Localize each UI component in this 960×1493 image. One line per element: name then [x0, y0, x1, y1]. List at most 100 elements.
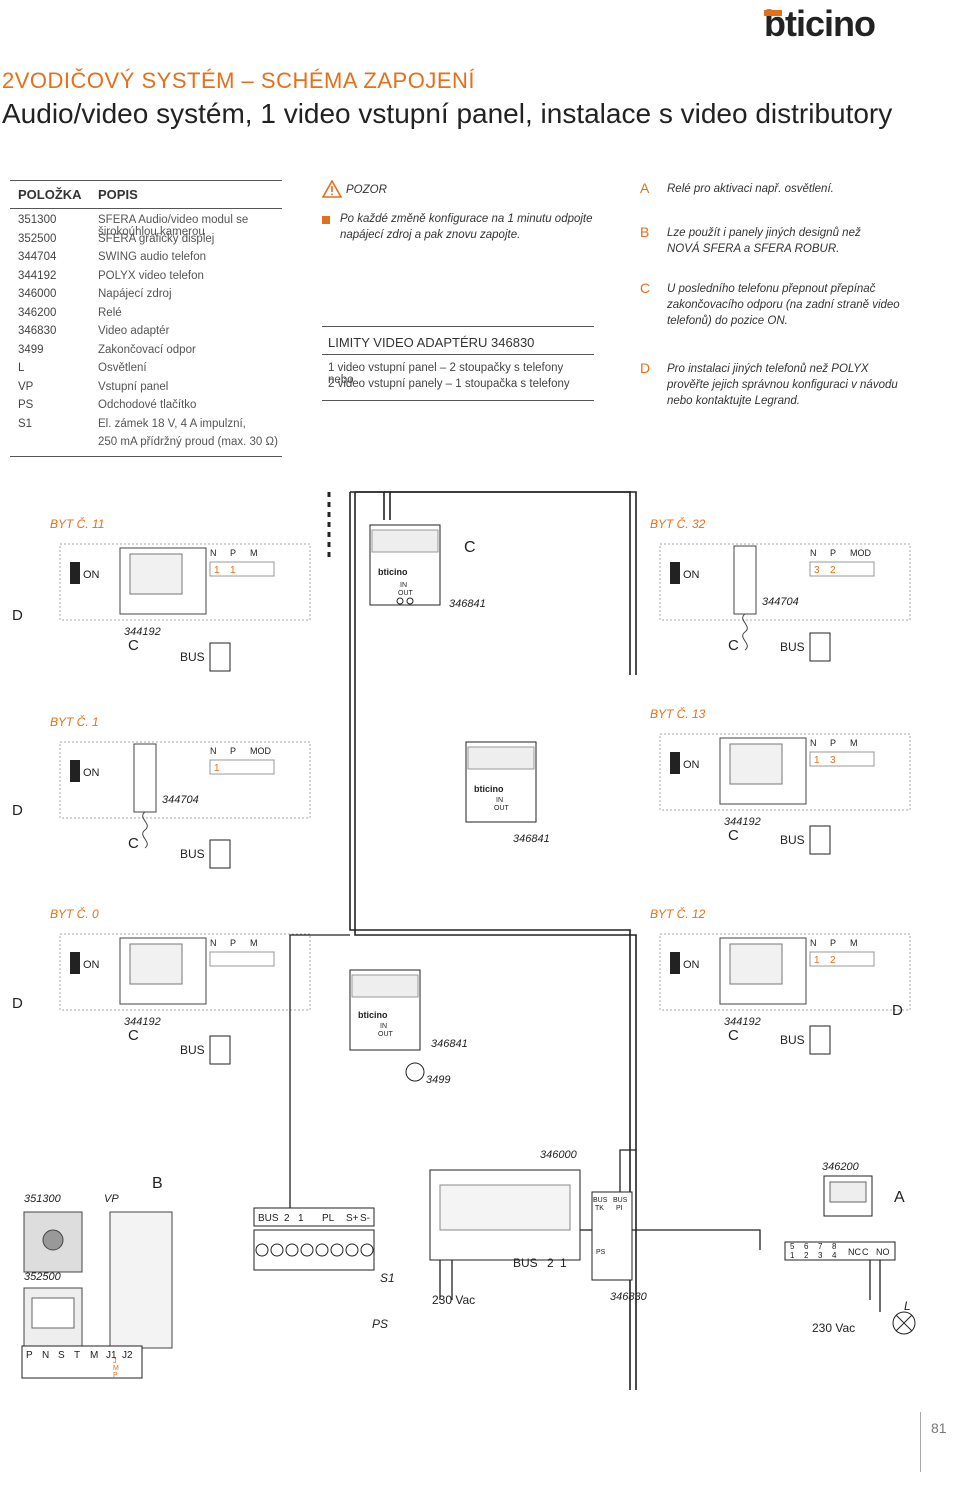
audio-phone-icon	[133, 743, 157, 813]
vac-label-1: 230 Vac	[432, 1293, 475, 1307]
conf-value: 3	[814, 565, 820, 576]
screw-terminal	[330, 1243, 344, 1257]
limits-title: LIMITY VIDEO ADAPTÉRU 346830	[328, 335, 535, 350]
screw-terminal	[285, 1243, 299, 1257]
conf-p: P	[230, 548, 236, 558]
jumper-block	[21, 1345, 143, 1379]
note-tag: D	[640, 360, 651, 376]
label-d: D	[12, 607, 23, 624]
bus-terminal	[209, 642, 231, 672]
label-c: C	[128, 1027, 139, 1044]
label-a: A	[894, 1189, 905, 1206]
vp-terminal: S-	[360, 1213, 370, 1224]
bus-terminal	[809, 1025, 831, 1055]
vp-frame	[109, 1211, 173, 1349]
conf-n: N	[210, 548, 217, 558]
bus-terminal	[809, 825, 831, 855]
label-d: D	[892, 1002, 903, 1019]
conf-value: 1	[814, 955, 820, 966]
conf-p: P	[830, 548, 836, 558]
bus-label: BUS	[180, 1043, 205, 1057]
distributor-top: bticino IN OUT 346841 C	[369, 524, 486, 610]
psu-bus: BUS	[513, 1256, 538, 1270]
switch-on-label: ON	[683, 569, 700, 581]
label-c: C	[464, 539, 476, 556]
part-desc: Napájecí zdroj	[98, 288, 172, 300]
warning-section: POZOR Po každé změně konfigurace na 1 mi…	[322, 180, 594, 410]
distributor-out: OUT	[378, 1031, 394, 1038]
phone-code: 344704	[762, 596, 799, 608]
conf-m: M	[850, 738, 858, 748]
jumper-letter: M	[113, 1365, 119, 1372]
part-desc: 250 mA přídržný proud (max. 30 Ω)	[98, 436, 278, 448]
part-code: PS	[18, 399, 34, 411]
adapter-bus-1: BUS	[593, 1197, 608, 1204]
switch-icon	[70, 562, 80, 584]
bticino-logo: bticino	[762, 4, 907, 42]
configurator-strip	[209, 561, 275, 577]
lamp-label: L	[904, 1299, 911, 1313]
page-number: 81	[931, 1420, 947, 1436]
warning-label: POZOR	[346, 184, 387, 196]
note-line: telefonů) do pozice ON.	[667, 315, 788, 327]
phone-code: 344192	[124, 626, 161, 638]
switch-icon	[670, 952, 680, 974]
relay-term: 3	[818, 1251, 823, 1260]
warning-bullet	[322, 216, 330, 224]
screw-terminal	[300, 1243, 314, 1257]
s1-label: S1	[380, 1271, 395, 1285]
phone-code: 344704	[162, 794, 199, 806]
apartment-label: BYT Č. 1	[50, 714, 99, 729]
note-line: Lze použít i panely jiných designů než	[667, 227, 861, 239]
label-c: C	[128, 637, 139, 654]
distributor-out: OUT	[494, 805, 510, 812]
psu-1: 1	[560, 1256, 567, 1270]
conf-m: M	[250, 548, 258, 558]
switch-on-label: ON	[83, 767, 100, 779]
adapter-ps: PS	[596, 1249, 606, 1256]
switch-on-label: ON	[683, 959, 700, 971]
vp-terminal: 1	[298, 1213, 304, 1224]
jumper-label: J2	[122, 1350, 133, 1361]
label-d: D	[12, 802, 23, 819]
audio-phone-icon	[733, 545, 757, 615]
configurator-strip	[209, 759, 275, 775]
distributor-out: OUT	[398, 590, 414, 597]
wiring-diagram: bticino IN OUT 346841 C bticino IN OUT 3…	[12, 491, 916, 1390]
jumper-label: P	[26, 1350, 33, 1361]
adapter-box	[591, 1191, 633, 1281]
limits-line-1: 1 video vstupní panel – 2 stoupačky s te…	[328, 362, 564, 386]
distributor-middle: bticino IN OUT 346841	[465, 741, 550, 845]
part-desc: Odchodové tlačítko	[98, 399, 197, 411]
configurator-strip	[809, 951, 875, 967]
relay-contact: C	[862, 1247, 869, 1257]
warning-icon	[322, 180, 342, 198]
label-c: C	[728, 637, 739, 654]
relay-term: 6	[804, 1242, 809, 1251]
part-desc: POLYX video telefon	[98, 269, 204, 282]
distributor-code: 346841	[513, 833, 550, 845]
conf-m: M	[250, 938, 258, 948]
part-code: VP	[18, 380, 34, 393]
relay-contact: NO	[876, 1247, 890, 1257]
screw-terminal	[315, 1243, 329, 1257]
bottom-wires	[289, 934, 881, 1312]
bus-label: BUS	[780, 833, 805, 847]
bus-terminal	[209, 839, 231, 869]
conf-value: 1	[214, 565, 220, 576]
switch-on-label: ON	[83, 959, 100, 971]
relay-term: 8	[832, 1242, 837, 1251]
brand-name: bticino	[764, 4, 875, 42]
psu-2: 2	[547, 1256, 554, 1270]
conf-n: N	[210, 746, 217, 756]
configurator-strip	[809, 751, 875, 767]
psu-code: 346000	[540, 1149, 578, 1161]
jumper-label: J1	[106, 1350, 117, 1361]
bus-label: BUS	[180, 847, 205, 861]
note-tag: C	[640, 280, 651, 296]
bus-terminal	[809, 632, 831, 662]
